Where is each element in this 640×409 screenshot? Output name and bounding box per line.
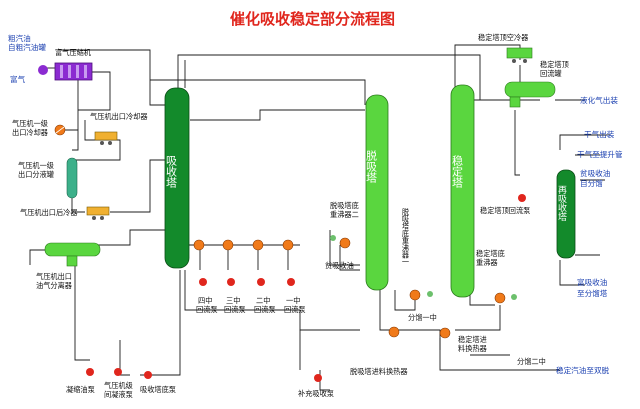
- svg-text:气压机级: 气压机级: [104, 381, 133, 390]
- svg-text:稳定塔进: 稳定塔进: [458, 335, 487, 344]
- svg-text:分馏二中: 分馏二中: [517, 357, 546, 366]
- svg-text:回流罐: 回流罐: [540, 69, 562, 78]
- cooler-icon: [54, 124, 66, 136]
- svg-text:补充吸收泵: 补充吸收泵: [298, 389, 334, 398]
- svg-text:富吸收油: 富吸收油: [577, 277, 607, 287]
- svg-text:回流泵: 回流泵: [224, 305, 246, 314]
- svg-text:重沸器: 重沸器: [476, 258, 498, 267]
- svg-text:回流泵: 回流泵: [284, 305, 306, 314]
- svg-text:干气出装: 干气出装: [584, 129, 615, 139]
- svg-text:三中: 三中: [226, 296, 240, 305]
- svg-text:分馏一中: 分馏一中: [408, 313, 437, 322]
- svg-text:吸收塔: 吸收塔: [165, 155, 178, 189]
- diagram-title: 催化吸收稳定部分流程图: [230, 10, 395, 28]
- reflux-drum: [504, 81, 556, 108]
- svg-text:贫吸收油: 贫吸收油: [325, 261, 354, 270]
- svg-text:稳定塔顶回流泵: 稳定塔顶回流泵: [480, 206, 530, 215]
- svg-text:二中: 二中: [256, 296, 270, 305]
- valve-icon: [330, 235, 517, 300]
- first-stage-separator: [66, 157, 78, 199]
- svg-text:脱吸塔进料换热器: 脱吸塔进料换热器: [350, 367, 408, 376]
- svg-text:气压机一级: 气压机一级: [12, 119, 48, 128]
- svg-text:自分馏: 自分馏: [580, 178, 603, 188]
- svg-text:稳定塔底: 稳定塔底: [476, 249, 505, 258]
- svg-text:气压机出口后冷器: 气压机出口后冷器: [20, 208, 78, 217]
- svg-text:四中: 四中: [198, 296, 212, 305]
- svg-text:贫吸收油: 贫吸收油: [580, 168, 610, 178]
- svg-text:气压机出口: 气压机出口: [36, 272, 72, 281]
- svg-text:气压机出口冷却器: 气压机出口冷却器: [90, 112, 148, 121]
- svg-text:稳定塔: 稳定塔: [451, 154, 464, 189]
- svg-text:稳定塔顶: 稳定塔顶: [540, 60, 569, 69]
- oil-gas-separator: [44, 242, 101, 267]
- svg-text:回流泵: 回流泵: [196, 305, 218, 314]
- svg-text:富气: 富气: [10, 74, 26, 84]
- svg-text:间凝液泵: 间凝液泵: [104, 390, 133, 399]
- svg-text:再吸收塔: 再吸收塔: [556, 185, 567, 222]
- svg-text:油气分离器: 油气分离器: [36, 281, 72, 290]
- labels: 粗汽油 自粗汽油罐 富气压缩机 富气 气压机一级 出口冷却器 气压机出口冷却器 …: [8, 33, 623, 399]
- svg-text:脱吸塔底重沸器一: 脱吸塔底重沸器一: [402, 207, 411, 265]
- air-cooler-icon: [94, 131, 118, 145]
- svg-text:气压机一级: 气压机一级: [18, 161, 54, 170]
- svg-text:脱吸塔底: 脱吸塔底: [330, 201, 359, 210]
- svg-text:脱吸塔: 脱吸塔: [365, 149, 378, 184]
- overhead-air-cooler-icon: [506, 47, 533, 63]
- svg-text:至分馏塔: 至分馏塔: [577, 288, 608, 298]
- svg-text:料换热器: 料换热器: [458, 344, 487, 353]
- svg-text:重沸器二: 重沸器二: [330, 210, 359, 219]
- stabilizer-tower: 稳定塔: [451, 84, 475, 298]
- svg-text:稳定塔顶空冷器: 稳定塔顶空冷器: [478, 33, 528, 42]
- compressor-motor-icon: [38, 65, 48, 75]
- svg-text:一中: 一中: [286, 296, 300, 305]
- desorber-tower: 脱吸塔: [365, 94, 389, 291]
- svg-text:回流泵: 回流泵: [254, 305, 276, 314]
- svg-text:凝缩油泵: 凝缩油泵: [66, 385, 95, 394]
- pump-icon: [86, 194, 526, 382]
- svg-text:出口分液罐: 出口分液罐: [18, 170, 54, 179]
- post-cooler-icon: [86, 206, 110, 220]
- svg-text:粗汽油: 粗汽油: [8, 33, 31, 43]
- heat-exchanger-icon: [193, 237, 506, 339]
- svg-text:吸收塔底泵: 吸收塔底泵: [140, 385, 176, 394]
- svg-text:富气压缩机: 富气压缩机: [55, 48, 92, 57]
- svg-text:出口冷却器: 出口冷却器: [12, 128, 48, 137]
- rich-gas-compressor: [38, 62, 93, 81]
- svg-text:液化气出装: 液化气出装: [580, 95, 618, 105]
- reabsorber-tower: 再吸收塔: [556, 169, 576, 259]
- svg-text:干气至提升管: 干气至提升管: [577, 149, 623, 159]
- svg-text:稳定汽油至双脱: 稳定汽油至双脱: [556, 365, 610, 375]
- absorber-tower: 吸收塔: [165, 87, 190, 269]
- svg-text:自粗汽油罐: 自粗汽油罐: [8, 42, 46, 52]
